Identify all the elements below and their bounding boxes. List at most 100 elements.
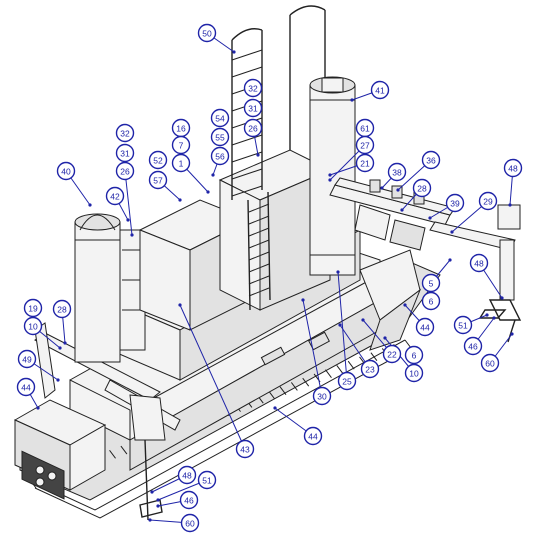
callout-number: 6 — [412, 351, 417, 361]
callout-number: 16 — [176, 124, 186, 134]
callout-bubble-29: 29 — [478, 191, 498, 211]
leader-endpoint — [256, 153, 260, 157]
leader-endpoint — [508, 203, 512, 207]
front-wing — [359, 249, 422, 351]
callout-number: 50 — [202, 29, 212, 39]
leader-endpoint — [148, 518, 152, 522]
leader-endpoint — [273, 406, 277, 410]
callout-bubble-16: 16 — [171, 118, 191, 138]
callout-bubble-1: 1 — [171, 153, 191, 173]
leader-endpoint — [383, 336, 387, 340]
callout-bubble-22: 22 — [382, 344, 402, 364]
callout-number: 31 — [120, 149, 130, 159]
callout-number: 54 — [215, 114, 225, 124]
leader-endpoint — [403, 303, 407, 307]
leader-endpoint — [396, 188, 400, 192]
callout-leader-26 — [124, 170, 133, 236]
callout-number: 5 — [429, 279, 434, 289]
callout-bubble-61: 61 — [355, 118, 375, 138]
callout-number: 26 — [120, 167, 130, 177]
callout-bubble-57: 57 — [148, 170, 168, 190]
callout-bubble-55: 55 — [210, 127, 230, 147]
callout-bubble-26: 26 — [243, 118, 263, 138]
leader-endpoint — [428, 216, 432, 220]
callout-number: 22 — [387, 350, 397, 360]
callout-number: 43 — [240, 445, 250, 455]
callout-bubble-38: 38 — [387, 162, 407, 182]
leader-endpoint — [150, 490, 154, 494]
leader-endpoint — [361, 318, 365, 322]
callout-number: 51 — [202, 476, 212, 486]
leader-endpoint — [328, 178, 332, 182]
callout-bubble-43: 43 — [235, 439, 255, 459]
callout-number: 61 — [360, 124, 370, 134]
callout-bubble-25: 25 — [337, 371, 357, 391]
callout-bubble-44: 44 — [303, 426, 323, 446]
callout-bubble-40: 40 — [56, 161, 76, 181]
leader-endpoint — [58, 346, 62, 350]
callout-bubble-48: 48 — [503, 158, 523, 178]
callout-number: 39 — [450, 199, 460, 209]
callout-number: 25 — [342, 377, 352, 387]
callout-number: 29 — [483, 197, 493, 207]
callout-bubble-48: 48 — [469, 253, 489, 273]
callout-number: 44 — [21, 383, 31, 393]
callout-bubble-50: 50 — [197, 23, 217, 43]
leader-endpoint — [328, 173, 332, 177]
callout-number: 28 — [57, 305, 67, 315]
leader-endpoint — [88, 203, 92, 207]
callout-leader-43 — [179, 304, 246, 450]
callout-bubble-46: 46 — [179, 490, 199, 510]
callout-bubble-10: 10 — [23, 316, 43, 336]
callout-number: 26 — [248, 124, 258, 134]
leader-endpoint — [450, 230, 454, 234]
leader-endpoint — [36, 406, 40, 410]
callout-bubble-52: 52 — [148, 150, 168, 170]
callout-number: 19 — [28, 304, 38, 314]
callout-number: 32 — [248, 84, 258, 94]
callout-bubble-51: 51 — [197, 470, 217, 490]
callout-bubble-36: 36 — [421, 150, 441, 170]
leader-endpoint — [130, 233, 134, 237]
front-end-assembly — [13, 322, 181, 521]
callout-number: 27 — [360, 141, 370, 151]
callout-number: 41 — [375, 86, 385, 96]
leader-endpoint — [485, 313, 489, 317]
leader-endpoint — [178, 303, 182, 307]
leader-endpoint — [350, 98, 354, 102]
callout-leaders — [25, 32, 514, 524]
left-tank-assembly — [74, 213, 146, 363]
leader-endpoint — [510, 332, 514, 336]
callout-number: 36 — [426, 156, 436, 166]
callout-number: 48 — [474, 259, 484, 269]
leader-endpoint — [301, 298, 305, 302]
callout-number: 56 — [215, 152, 225, 162]
callout-number: 31 — [248, 104, 258, 114]
callout-bubble-46: 46 — [463, 336, 483, 356]
leader-endpoint — [336, 270, 340, 274]
callout-bubble-19: 19 — [23, 298, 43, 318]
callout-number: 46 — [184, 496, 194, 506]
callout-bubble-6: 6 — [404, 345, 424, 365]
callout-bubble-6: 6 — [421, 291, 441, 311]
callout-number: 46 — [468, 342, 478, 352]
leader-endpoint — [500, 296, 504, 300]
callout-number: 57 — [153, 176, 163, 186]
callout-number: 21 — [360, 159, 370, 169]
leader-endpoint — [232, 50, 236, 54]
leader-endpoint — [448, 258, 452, 262]
callout-bubble-23: 23 — [360, 359, 380, 379]
callout-number: 42 — [110, 192, 120, 202]
callout-number: 10 — [409, 369, 419, 379]
callout-number: 28 — [417, 184, 427, 194]
callout-bubble-49: 49 — [17, 349, 37, 369]
callout-bubble-32: 32 — [243, 78, 263, 98]
leader-endpoint — [338, 323, 342, 327]
leader-endpoint — [380, 186, 384, 190]
callout-number: 6 — [429, 297, 434, 307]
callout-number: 48 — [182, 471, 192, 481]
callout-number: 1 — [179, 159, 184, 169]
callout-number: 10 — [28, 322, 38, 332]
